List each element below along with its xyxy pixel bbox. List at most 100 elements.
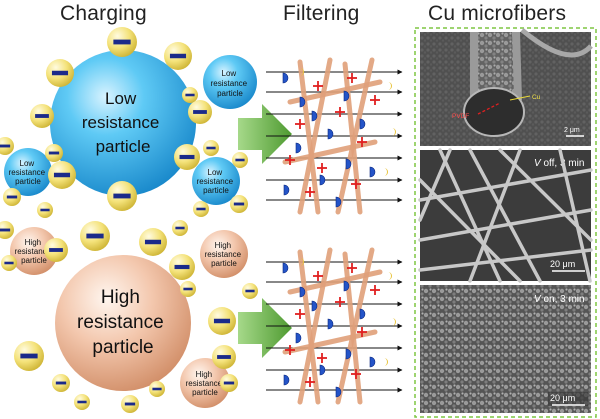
negative-ion <box>212 345 236 369</box>
passing-particle <box>300 68 304 76</box>
negative-ion <box>14 341 44 371</box>
positive-charge <box>351 179 361 189</box>
captured-particle <box>327 128 334 140</box>
negative-ion <box>3 188 21 206</box>
filter-fiber <box>297 249 321 405</box>
passing-particle <box>392 318 396 326</box>
positive-charge <box>285 155 295 165</box>
low-resistance-particle-large <box>50 50 196 196</box>
negative-ion <box>242 283 258 299</box>
header-cu-microfibers: Cu microfibers <box>428 2 567 25</box>
negative-ion <box>203 140 219 156</box>
sem-label-cu: Cu <box>532 94 541 101</box>
positive-charge <box>285 345 295 355</box>
passing-particle <box>388 272 392 280</box>
positive-charge <box>357 137 367 147</box>
low-particle-small-3 <box>192 157 240 205</box>
captured-particle <box>359 118 366 130</box>
scale-bar-label-3: 20 μm <box>550 393 575 403</box>
negative-ion <box>74 394 90 410</box>
positive-charge <box>295 309 305 319</box>
high-particle-small-2-label: High resistance particle <box>205 241 244 268</box>
scale-bar-label-1: 2 μm <box>564 127 580 134</box>
negative-ion <box>52 374 70 392</box>
low-particle-label: Low resistance particle <box>82 89 164 156</box>
cu-microfiber <box>468 148 522 283</box>
captured-particle <box>319 174 326 186</box>
cu-microfiber <box>418 148 452 222</box>
negative-ion <box>193 201 209 217</box>
high-particle-small-1 <box>10 227 58 275</box>
sem-panel-2: V off, 3 min 20 μm <box>418 148 593 283</box>
filter-fiber <box>282 139 378 165</box>
sem-label-pvdf: PVDF <box>452 113 469 120</box>
negative-ion <box>46 59 74 87</box>
filter-fiber <box>287 79 383 105</box>
negative-ion <box>0 137 14 155</box>
negative-ion <box>48 161 76 189</box>
cu-microfiber <box>418 208 593 242</box>
filter-fiber <box>297 59 321 215</box>
captured-particle <box>283 184 290 196</box>
captured-particle <box>335 196 342 208</box>
low-particle-small-2 <box>4 148 52 196</box>
low-particle-small-2-label: Low resistance particle <box>9 159 48 186</box>
negative-ion <box>37 202 53 218</box>
header-charging: Charging <box>60 2 147 25</box>
sem-caption-3: V on, 3 min <box>534 294 585 305</box>
captured-particle <box>311 300 318 312</box>
filter-zone-low <box>266 57 403 215</box>
captured-particle <box>295 142 302 154</box>
sem-panel-1: PVDF Cu 2 μm <box>420 28 593 146</box>
negative-ion <box>174 144 200 170</box>
sem-frame <box>414 27 597 418</box>
negative-ion <box>220 374 238 392</box>
sem-caption-2: V off, 3 min <box>534 158 584 169</box>
negative-ion <box>149 381 165 397</box>
captured-particle <box>327 318 334 330</box>
negative-ions <box>0 27 258 413</box>
filter-fiber <box>297 57 333 215</box>
cu-microfiber <box>558 148 592 283</box>
passing-particle <box>392 128 396 136</box>
negative-ion <box>30 104 54 128</box>
high-particle-small-3 <box>180 358 230 408</box>
header-filtering: Filtering <box>283 2 360 25</box>
positive-charge <box>313 81 323 91</box>
negative-ion <box>182 87 198 103</box>
negative-ion <box>188 100 212 124</box>
low-particle-small-1 <box>203 55 257 109</box>
negative-ion <box>232 152 248 168</box>
positive-charge <box>313 271 323 281</box>
positive-charge <box>335 107 345 117</box>
filter-fiber <box>287 269 383 295</box>
negative-ion <box>164 42 192 70</box>
captured-particle <box>369 166 376 178</box>
positive-charge <box>295 119 305 129</box>
negative-ion <box>121 395 139 413</box>
positive-charge <box>347 73 357 83</box>
passing-particle <box>388 82 392 90</box>
high-resistance-particle-large <box>55 255 191 391</box>
captured-particle <box>319 364 326 376</box>
captured-particle <box>359 308 366 320</box>
cu-microfiber <box>418 178 522 283</box>
low-particle-small-1-label: Low resistance particle <box>211 69 250 98</box>
negative-ion <box>107 181 137 211</box>
captured-particle <box>282 262 289 274</box>
negative-ion <box>1 255 17 271</box>
negative-ion <box>172 220 188 236</box>
captured-particle <box>299 286 306 298</box>
negative-ion <box>139 228 167 256</box>
captured-particle <box>343 90 350 102</box>
cu-microfiber <box>468 148 542 283</box>
positive-charge <box>317 353 327 363</box>
captured-particle <box>343 280 350 292</box>
captured-particle <box>283 374 290 386</box>
scale-bar-label-2: 20 μm <box>550 259 575 269</box>
positive-charge <box>305 187 315 197</box>
process-arrow-low <box>238 104 292 164</box>
positive-charge <box>370 95 380 105</box>
